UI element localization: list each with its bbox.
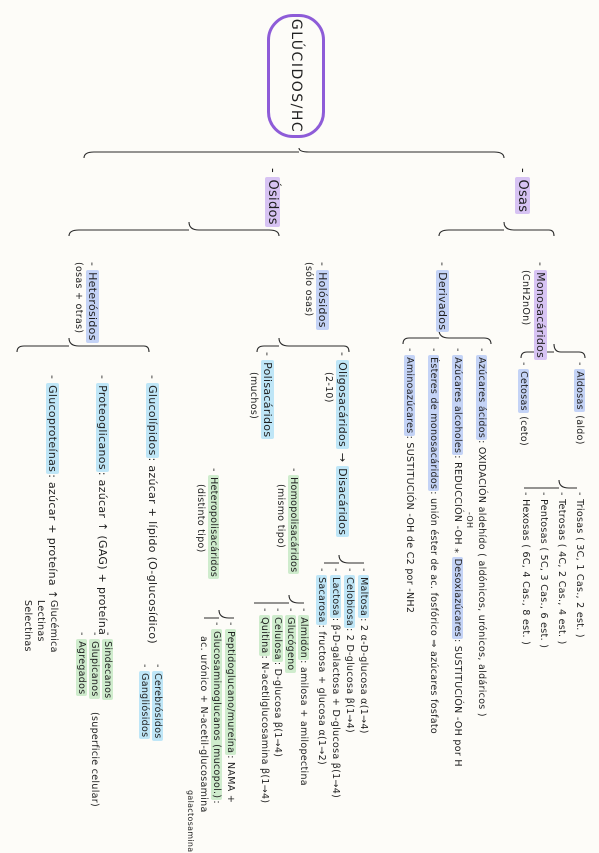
polisacaridos-note: (muchos) [248, 372, 259, 420]
glucoproteinas-row: - Glucoproteínas: azúcar + proteína ↑ [46, 375, 59, 600]
disacarido-item-2: - Lactosa: β-D-galactosa + D-glucosa β(1… [330, 568, 341, 799]
title-brace [83, 147, 505, 159]
gag-text2: galactosamina [186, 790, 195, 853]
derivado-item-0: - Azúcares ácidos: OXIDACIÓN aldehído ( … [476, 348, 487, 717]
carbon-item-0: - Triosas ( 3C, 1 Cas., 2 est. ) [574, 492, 585, 638]
gag-text: ac. urónico + N-acetil-glucosamina [198, 636, 209, 813]
holo-brace [256, 337, 350, 353]
monosacaridos-node: - Monosacáridos [534, 262, 547, 361]
derivado-item-2: - Ésteres de monosacáridos: unión éster … [428, 348, 439, 735]
osidos-brace [68, 221, 280, 237]
homopolisacaridos-note: (mismo tipo) [275, 484, 286, 549]
glucolipidos-type-0: - Cerebrósidos [152, 664, 163, 741]
heteropoli-item-1: - Glucosaminoglucanos (mucopol.): [211, 622, 222, 804]
proteoglicanos-type-1: - Glupicanos [89, 632, 100, 699]
proteoglicanos-note: (superficie celular) [89, 712, 100, 807]
disacarido-item-3: - Sacarosa: fructosa + glucosa α(1→2) [316, 568, 327, 766]
monosacaridos-label: Monosacáridos [534, 270, 547, 361]
homo-brace [254, 594, 304, 604]
oligosacaridos-arrow: → [336, 452, 349, 463]
proteoglicanos-type-2: - Agregados [76, 632, 87, 697]
derivado-item-0-sub: -OH [465, 512, 474, 529]
glucoproteinas-text: : azúcar + proteína ↑ [46, 474, 59, 600]
holosidos-node: - Holósidos [316, 262, 329, 330]
oligosacaridos-label: Oligosacáridos [336, 360, 349, 450]
title-box: GLÚCIDOS/HC [267, 14, 325, 138]
heteropolisacaridos-node: - Heteropolisacáridos [208, 468, 219, 580]
polisacaridos-node: - Polisacáridos [261, 352, 274, 440]
glucolipidos-label: Glucolípidos [146, 383, 159, 458]
glucolipidos-row: - Glucolípidos: azúcar + lípido (O-gluco… [146, 375, 159, 644]
heteropolisacaridos-note: (distinto tipo) [195, 484, 206, 553]
proteoglicanos-type-0: - Sindecanos [102, 632, 113, 701]
carbon-item-3: - Hexosas ( 6C, 4 Cas., 8 est. ) [520, 492, 531, 646]
hetero-brace [16, 337, 150, 353]
carbon-brace [524, 479, 577, 489]
derivados-label: Derivados [436, 270, 449, 333]
branch-osas: - Osas [515, 168, 530, 215]
disac-brace [324, 554, 364, 564]
derivado-item-1: - Azúcares alcoholes: REDUCCIÓN -OH ⁎ De… [452, 348, 463, 767]
aldosas-row: - Aldosas (aldo) [574, 362, 585, 445]
holosidos-note: (sólo osas) [303, 262, 314, 317]
glucoproteinas-label: Glucoproteínas [46, 383, 59, 475]
holosidos-label: Holósidos [316, 270, 329, 330]
heterosidos-note: (osas + otras) [73, 262, 84, 334]
homopolisacaridos-node: - Homopolisacáridos [288, 468, 299, 575]
mono-brace [520, 343, 586, 359]
disacarido-item-1: - Celobiosa: 2 D-glucosa β(1→4) [344, 568, 355, 734]
page-title: GLÚCIDOS/HC [288, 18, 304, 134]
glucoproteinas-type-0: Glucémica [48, 600, 59, 653]
proteoglicanos-text: : azúcar ↑ (GAG) + proteína [96, 471, 109, 636]
glucoproteinas-type-2: Selectinas [22, 600, 33, 652]
derivado-item-3: - Aminoazúcares: SUSTITUCIÓN -OH de C2 p… [404, 348, 415, 614]
derivados-node: - Derivados [436, 262, 449, 333]
heterosidos-node: - Heterósidos [86, 262, 99, 343]
osidos-label: Ósidos [265, 177, 280, 227]
glucolipidos-text: : azúcar + lípido (O-glucosídico) [146, 457, 159, 644]
disacarido-item-0: - Maltosa: 2 α-D-glucosa α(1→4) [358, 568, 369, 734]
homopoli-item-3: - Quitina: N-acetilglucosamina β(1→4) [259, 608, 270, 804]
homopoli-item-2: - Celulosa: D-glucosa β(1→4) [272, 608, 283, 758]
oligosacaridos-note: (2-10) [323, 372, 334, 403]
heterosidos-label: Heterósidos [86, 270, 99, 343]
glucolipidos-type-1: - Gangliósidos [139, 664, 150, 740]
proteoglicanos-label: Proteoglicanos [96, 383, 109, 472]
proteoglicanos-row: - Proteoglicanos: azúcar ↑ (GAG) + prote… [96, 375, 109, 636]
cetosas-row: - Cetosas (ceto) [518, 362, 529, 447]
osas-brace [438, 221, 555, 237]
osas-label: Osas [515, 177, 530, 215]
carbon-item-2: - Pentosas ( 5C, 3 Cas., 6 est. ) [538, 492, 549, 649]
carbon-item-1: - Tetrosas ( 4C, 2 Cas., 4 est. ) [556, 492, 567, 645]
heteropoli-brace [204, 609, 234, 619]
oligosacaridos-node: - Oligosacáridos → Disacáridos [336, 352, 349, 538]
homopoli-item-0: - Almidón: amilosa + amilopectina [298, 608, 309, 786]
homopoli-item-1: - Glucógeno [285, 608, 296, 673]
branch-osidos: - Ósidos [265, 168, 280, 227]
disacaridos-label: Disacáridos [336, 466, 349, 538]
heteropoli-item-0: - Peptidoglucano/mureína: NAMA + [225, 622, 236, 804]
polisacaridos-label: Polisacáridos [261, 360, 274, 440]
glucoproteinas-type-1: Lectinas [35, 600, 46, 642]
deriv-brace [402, 329, 492, 345]
monosacaridos-formula: (CnH2nOn) [520, 270, 531, 326]
